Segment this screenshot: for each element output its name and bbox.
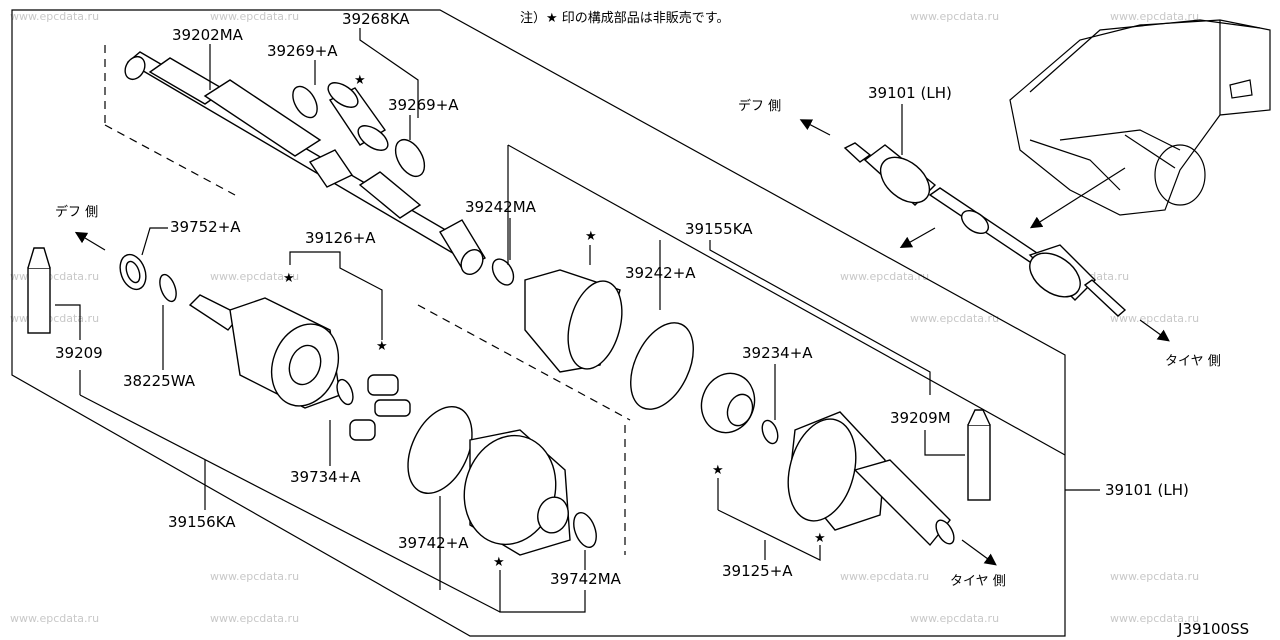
svg-text:★: ★ — [585, 229, 597, 244]
watermark-text: www.epcdata.ru — [210, 270, 299, 283]
part-39209-label[interactable]: 39209 — [55, 344, 103, 362]
part-39742ma-label[interactable]: 39742MA — [550, 570, 622, 588]
watermark-text: www.epcdata.ru — [1110, 570, 1199, 583]
svg-text:★: ★ — [493, 555, 505, 570]
inner-boot-39242ma[interactable] — [488, 255, 706, 419]
assembly-frame — [11, 9, 1066, 637]
grease-tube-39209-icon — [27, 247, 51, 334]
part-39155ka-label[interactable]: 39155KA — [685, 220, 753, 238]
inner-joint-housing-39126a[interactable] — [188, 294, 356, 415]
watermark-text: www.epcdata.ru — [210, 570, 299, 583]
part-39752a-label[interactable]: 39752+A — [170, 218, 241, 236]
tire-side-arrow-icon — [961, 539, 997, 566]
notice-text: 注）★ 印の構成部品は非販売です。 — [520, 10, 730, 26]
oil-seal-39752a[interactable] — [116, 251, 151, 293]
part-38225wa-label[interactable]: 38225WA — [123, 372, 196, 390]
watermark-text: www.epcdata.ru — [210, 612, 299, 625]
tire-side-right-label: タイヤ 側 — [1165, 354, 1221, 369]
watermark-text: www.epcdata.ru — [910, 312, 999, 325]
part-39742a-label[interactable]: 39742+A — [398, 534, 469, 552]
part-39734a-label[interactable]: 39734+A — [290, 468, 361, 486]
part-39269a-left-label[interactable]: 39269+A — [267, 42, 338, 60]
part-39242ma-label[interactable]: 39242MA — [465, 198, 537, 216]
diff-side-arrow-icon — [74, 231, 106, 251]
part-39269a-right-label[interactable]: 39269+A — [388, 96, 459, 114]
watermark-text: www.epcdata.ru — [840, 270, 929, 283]
diff-side-right-label: デフ 側 — [738, 98, 781, 114]
callout-arrow-icon — [1029, 167, 1126, 229]
svg-text:★: ★ — [354, 73, 366, 88]
cv-joint-outer-39211[interactable] — [693, 366, 957, 547]
direction-arrow-icon — [899, 227, 936, 248]
watermark-text: www.epcdata.ru — [1110, 10, 1199, 23]
watermark-text: www.epcdata.ru — [910, 10, 999, 23]
svg-text:★: ★ — [712, 463, 724, 478]
part-39209m-label[interactable]: 39209M — [890, 409, 951, 427]
inner-boot-39742a[interactable] — [395, 396, 600, 556]
diff-side-left-label: デフ 側 — [55, 204, 98, 220]
watermark-text: www.epcdata.ru — [10, 10, 99, 23]
watermark-text: www.epcdata.ru — [840, 570, 929, 583]
tire-side-right-arrow-icon — [1139, 319, 1170, 342]
watermark-text: www.epcdata.ru — [1110, 312, 1199, 325]
diagram-code: J39100SS — [1177, 620, 1249, 638]
tire-side-bottom-label: タイヤ 側 — [950, 574, 1006, 589]
part-39268ka-label[interactable]: 39268KA — [342, 10, 410, 28]
part-39202ma-label[interactable]: 39202MA — [172, 26, 244, 44]
part-39101-lh-label[interactable]: 39101 (LH) — [1105, 481, 1189, 499]
part-39242a-label[interactable]: 39242+A — [625, 264, 696, 282]
grease-tube-39209m-icon — [967, 409, 991, 501]
svg-text:★: ★ — [376, 339, 388, 354]
watermark-text: www.epcdata.ru — [10, 612, 99, 625]
part-39125a-label[interactable]: 39125+A — [722, 562, 793, 580]
vehicle-illustration — [1009, 19, 1271, 216]
part-39126a-label[interactable]: 39126+A — [305, 229, 376, 247]
watermark-text: www.epcdata.ru — [10, 312, 99, 325]
part-39156ka-label[interactable]: 39156KA — [168, 513, 236, 531]
watermark-text: www.epcdata.ru — [210, 10, 299, 23]
diff-side-right-arrow-icon — [799, 119, 831, 136]
watermark-text: www.epcdata.ru — [10, 270, 99, 283]
boot-kit-39268ka[interactable] — [288, 78, 431, 181]
watermark-text: www.epcdata.ru — [1110, 612, 1199, 625]
part-39101-lh-top-label[interactable]: 39101 (LH) — [868, 84, 952, 102]
watermark-text: www.epcdata.ru — [910, 612, 999, 625]
spider-assembly-39734a[interactable] — [349, 374, 411, 441]
part-39234a-label[interactable]: 39234+A — [742, 344, 813, 362]
drive-shaft-39202ma[interactable] — [121, 51, 487, 278]
snap-ring-38225wa[interactable] — [157, 272, 180, 303]
svg-text:★: ★ — [283, 271, 295, 286]
svg-text:★: ★ — [814, 531, 826, 546]
drive-shaft-lh-inset[interactable] — [843, 142, 1127, 317]
